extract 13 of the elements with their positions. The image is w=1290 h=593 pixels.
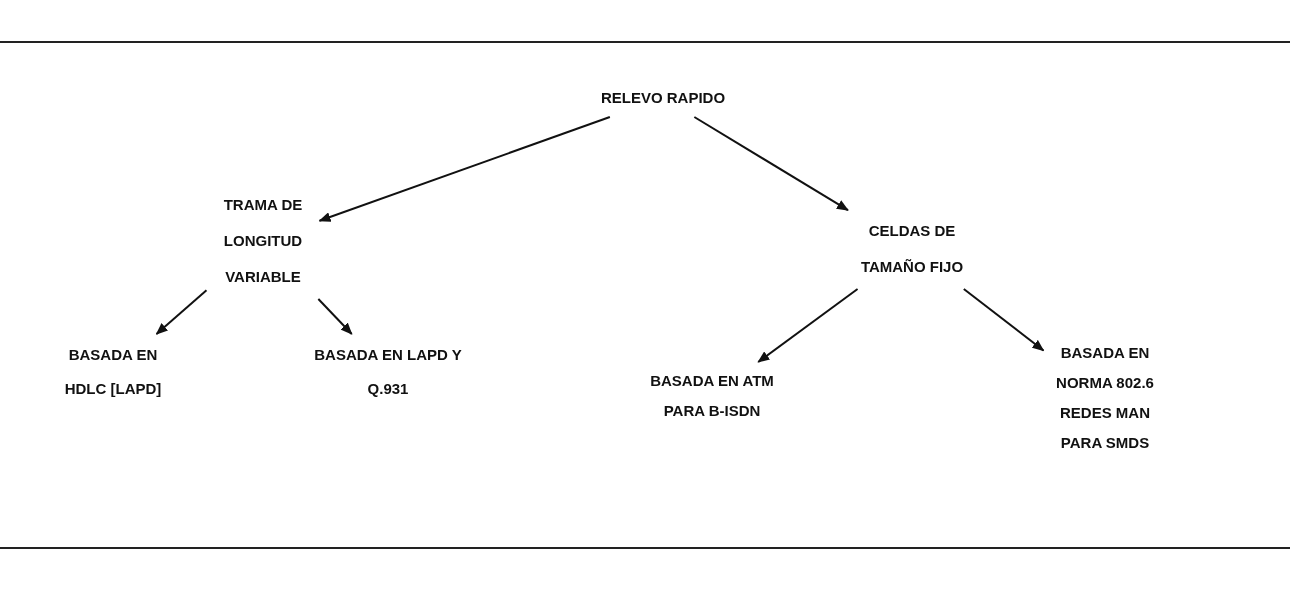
node-label: BASADA EN HDLC [LAPD] [54,338,172,406]
node-label: BASADA EN ATM PARA B-ISDN [642,366,782,426]
node-label: TRAMA DE LONGITUD VARIABLE [210,187,316,295]
arrow [693,116,849,212]
arrow [317,298,353,335]
arrow [318,116,611,222]
node-label: BASADA EN NORMA 802.6 REDES MAN PARA SMDS [1047,338,1163,458]
arrow [155,289,208,335]
arrow [757,288,859,363]
node-label: BASADA EN LAPD Y Q.931 [313,338,463,406]
arrow [962,288,1045,352]
node-label: RELEVO RAPIDO [578,83,748,113]
node-label: CELDAS DE TAMAÑO FIJO [852,213,972,285]
